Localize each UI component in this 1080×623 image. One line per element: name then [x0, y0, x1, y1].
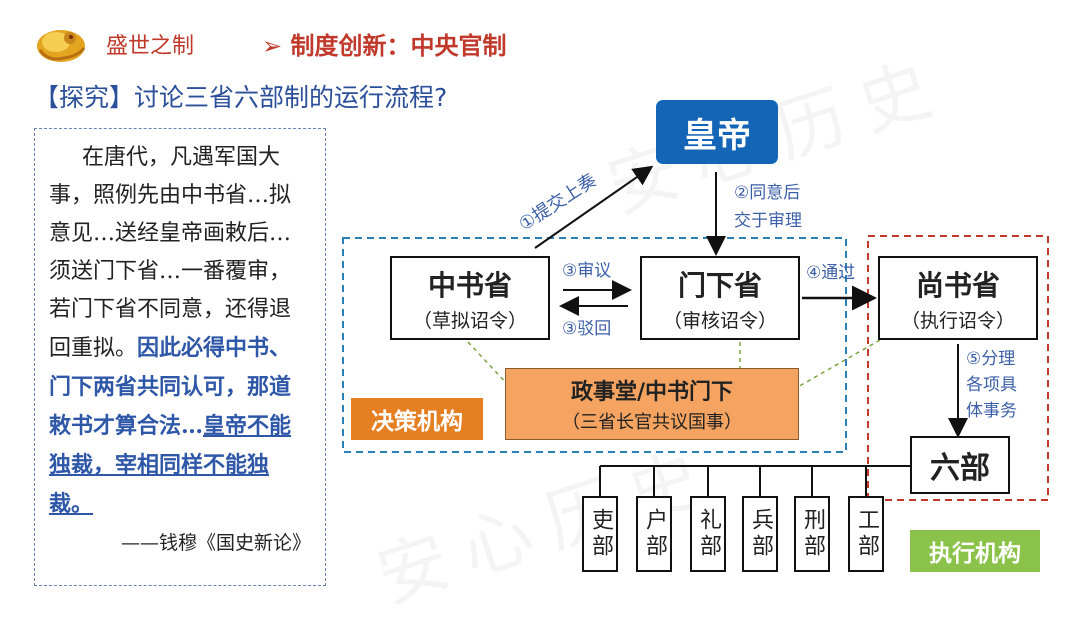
emperor-label: 皇帝 [683, 115, 751, 156]
step4-label: ④通过 [806, 263, 856, 283]
zhongshu-name: 中书省 [427, 268, 512, 302]
dept-lii-box: 礼部 [690, 496, 726, 572]
council-box: 政事堂/中书门下 （三省长官共议国事） [505, 368, 799, 440]
dept-label: 吏部 [588, 508, 613, 560]
step2-label-b: 交于审理 [734, 211, 802, 231]
dept-li-box: 吏部 [582, 496, 618, 572]
shangshu-box: 尚书省 （执行诏令） [878, 256, 1038, 340]
liubu-label: 六部 [930, 451, 990, 486]
quote-panel: 在唐代，凡遇军国大事，照例先由中书省…拟意见…送经皇帝画敕后…须送门下省…一番覆… [34, 128, 326, 586]
question-title: 【探究】讨论三省六部制的运行流程? [34, 83, 448, 112]
quote-source: ——钱穆《国史新论》 [120, 532, 311, 554]
dept-bing-box: 兵部 [742, 496, 778, 572]
quote-text: 在唐代，凡遇军国大事，照例先由中书省…拟意见…送经皇帝画敕后…须送门下省…一番覆… [49, 145, 292, 361]
step5-label-b: 各项具 [966, 375, 1017, 395]
menxia-role: （审核诏令） [662, 309, 777, 332]
zhongshu-role: （草拟诏令） [412, 309, 527, 332]
emperor-box: 皇帝 [656, 100, 778, 164]
step2-label-a: ②同意后 [734, 183, 801, 203]
menxia-name: 门下省 [677, 268, 762, 302]
menxia-box: 门下省 （审核诏令） [640, 256, 800, 340]
dept-label: 户部 [642, 508, 667, 560]
shangshu-role: （执行诏令） [900, 309, 1015, 332]
diagram-connectors [342, 165, 1049, 501]
step5-label-a: ⑤分理 [966, 349, 1016, 369]
step5-label-c: 体事务 [966, 401, 1017, 421]
dept-label: 工部 [854, 508, 879, 560]
dept-label: 礼部 [696, 508, 721, 560]
quote-emphasis: 因此必得中书、门下两省共同认可，那道敕书才算合法… [49, 335, 292, 439]
council-role: （三省长官共议国事） [562, 412, 742, 433]
dept-xing-box: 刑部 [794, 496, 830, 572]
liubu-box: 六部 [910, 436, 1010, 494]
dept-label: 兵部 [748, 508, 773, 560]
execution-group-label: 执行机构 [910, 530, 1040, 572]
step3-reject-label: ③驳回 [562, 319, 612, 339]
shangshu-name: 尚书省 [915, 268, 1000, 302]
dept-hu-box: 户部 [636, 496, 672, 572]
council-name: 政事堂/中书门下 [570, 379, 734, 405]
dept-label: 刑部 [800, 508, 825, 560]
section-title: 盛世之制 [106, 34, 195, 59]
dragon-logo-icon [34, 20, 88, 66]
quote-conclusion: 皇帝不能独裁，宰相同样不能独裁。 [49, 413, 292, 517]
decision-group-label: 决策机构 [351, 398, 483, 440]
topic-title: ➢ 制度创新：中央官制 [262, 32, 507, 60]
dept-gong-box: 工部 [848, 496, 884, 572]
zhongshu-box: 中书省 （草拟诏令） [390, 256, 550, 340]
step3-review-label: ③审议 [562, 261, 612, 281]
